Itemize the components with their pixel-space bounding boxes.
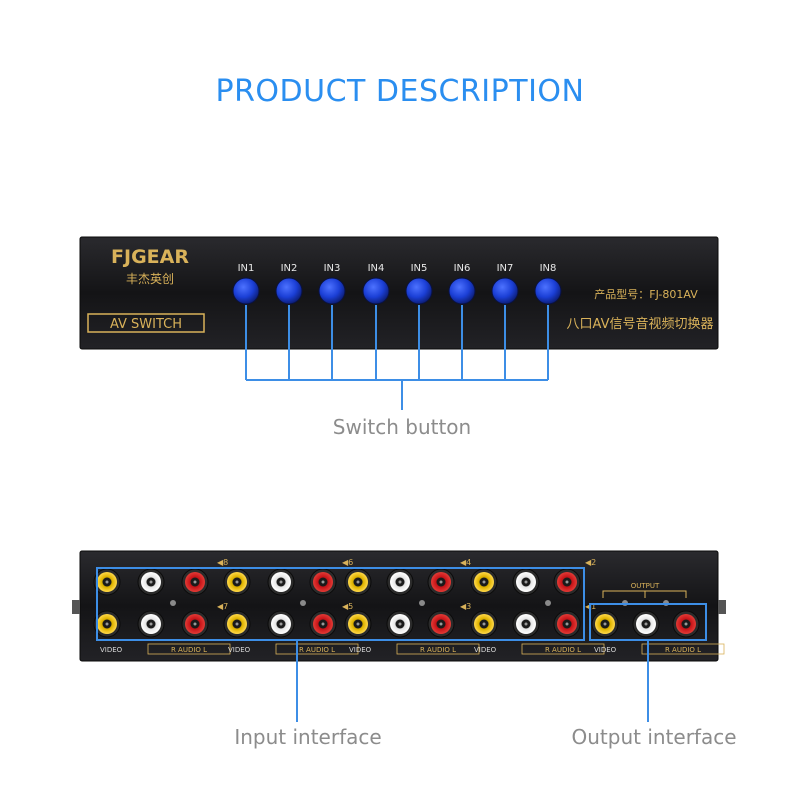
output-interface-callout: Output interface (571, 725, 736, 749)
input-button-4[interactable]: IN4 (362, 263, 390, 305)
audio-right-jack[interactable] (267, 610, 295, 638)
video-jack[interactable] (223, 568, 251, 596)
panel-screw (419, 600, 425, 606)
side-screw-left (72, 600, 80, 614)
audio-right-jack[interactable] (386, 610, 414, 638)
model-number: 产品型号：FJ-801AV (594, 287, 698, 301)
output-video-jack[interactable] (591, 610, 619, 638)
audio-right-jack[interactable] (512, 568, 540, 596)
av-switch-label: AV SWITCH (110, 317, 182, 332)
panel-screw (545, 600, 551, 606)
input-button-8[interactable]: IN8 (534, 263, 562, 305)
switch-button-cap[interactable] (491, 277, 519, 305)
audio-left-jack[interactable] (553, 568, 581, 596)
channel-marker-top: ◀2 (585, 558, 596, 567)
panel-screw (170, 600, 176, 606)
audio-left-jack[interactable] (181, 568, 209, 596)
audio-left-jack[interactable] (553, 610, 581, 638)
audio-right-jack[interactable] (386, 568, 414, 596)
switch-button-cap[interactable] (362, 277, 390, 305)
brand-chinese: 丰杰英创 (126, 272, 174, 286)
channel-marker-bottom: ◀3 (460, 602, 471, 611)
switch-button-cap[interactable] (534, 277, 562, 305)
video-jack[interactable] (470, 610, 498, 638)
input-button-3[interactable]: IN3 (318, 263, 346, 305)
video-jack[interactable] (344, 568, 372, 596)
audio-left-jack[interactable] (427, 568, 455, 596)
audio-label-frame (147, 643, 231, 655)
input-interface-callout: Input interface (234, 725, 381, 749)
video-jack[interactable] (223, 610, 251, 638)
panel-screw (300, 600, 306, 606)
audio-left-jack[interactable] (427, 610, 455, 638)
channel-marker-top: ◀6 (342, 558, 353, 567)
audio-left-jack[interactable] (181, 610, 209, 638)
input-label: IN1 (238, 263, 255, 274)
input-label: IN3 (324, 263, 341, 274)
switch-button-cap[interactable] (232, 277, 260, 305)
av-switch-frame (87, 313, 205, 333)
input-label: IN4 (368, 263, 385, 274)
video-label: VIDEO (474, 646, 497, 654)
input-button-7[interactable]: IN7 (491, 263, 519, 305)
output-label: OUTPUT (631, 582, 660, 590)
input-label: IN6 (454, 263, 471, 274)
audio-label: R AUDIO L (299, 646, 335, 654)
video-label: VIDEO (349, 646, 372, 654)
input-label: IN7 (497, 263, 514, 274)
side-screw-right (718, 600, 726, 614)
channel-marker-bottom: ◀5 (342, 602, 353, 611)
output-audio-right-jack[interactable] (632, 610, 660, 638)
audio-label-frame (521, 643, 605, 655)
video-jack[interactable] (93, 568, 121, 596)
audio-label-frame (396, 643, 480, 655)
output-bracket: OUTPUT (602, 582, 687, 598)
audio-label: R AUDIO L (665, 646, 701, 654)
switch-button-cap[interactable] (318, 277, 346, 305)
audio-left-jack[interactable] (309, 610, 337, 638)
video-jack[interactable] (93, 610, 121, 638)
channel-marker-top: ◀8 (217, 558, 228, 567)
input-button-5[interactable]: IN5 (405, 263, 433, 305)
page-title: PRODUCT DESCRIPTION (215, 74, 585, 109)
input-label: IN2 (281, 263, 298, 274)
switch-button-callout: Switch button (333, 415, 471, 439)
audio-label-frame (641, 643, 725, 655)
video-label: VIDEO (228, 646, 251, 654)
channel-marker-bottom: ◀7 (217, 602, 228, 611)
product-subtitle-chinese: 八口AV信号音视频切换器 (567, 316, 714, 332)
switch-button-cap[interactable] (275, 277, 303, 305)
video-jack[interactable] (344, 610, 372, 638)
video-label: VIDEO (100, 646, 123, 654)
audio-label: R AUDIO L (171, 646, 207, 654)
input-button-6[interactable]: IN6 (448, 263, 476, 305)
switch-button-bracket (245, 305, 549, 410)
audio-label: R AUDIO L (420, 646, 456, 654)
input-label: IN5 (411, 263, 428, 274)
input-button-2[interactable]: IN2 (275, 263, 303, 305)
switch-button-cap[interactable] (448, 277, 476, 305)
video-label: VIDEO (594, 646, 617, 654)
audio-right-jack[interactable] (512, 610, 540, 638)
video-jack[interactable] (470, 568, 498, 596)
front-panel: FJGEAR 丰杰英创 AV SWITCH IN1 IN2 IN3 IN4 IN5 IN6… (79, 236, 719, 350)
audio-label: R AUDIO L (545, 646, 581, 654)
input-interface-highlight (96, 567, 585, 641)
audio-label-frame (275, 643, 359, 655)
input-button-1[interactable]: IN1 (232, 263, 260, 305)
brand-logo: FJGEAR (111, 246, 189, 268)
audio-right-jack[interactable] (137, 568, 165, 596)
input-label: IN8 (540, 263, 557, 274)
switch-button-cap[interactable] (405, 277, 433, 305)
audio-right-jack[interactable] (267, 568, 295, 596)
audio-left-jack[interactable] (309, 568, 337, 596)
audio-right-jack[interactable] (137, 610, 165, 638)
output-audio-left-jack[interactable] (672, 610, 700, 638)
channel-marker-top: ◀4 (460, 558, 471, 567)
